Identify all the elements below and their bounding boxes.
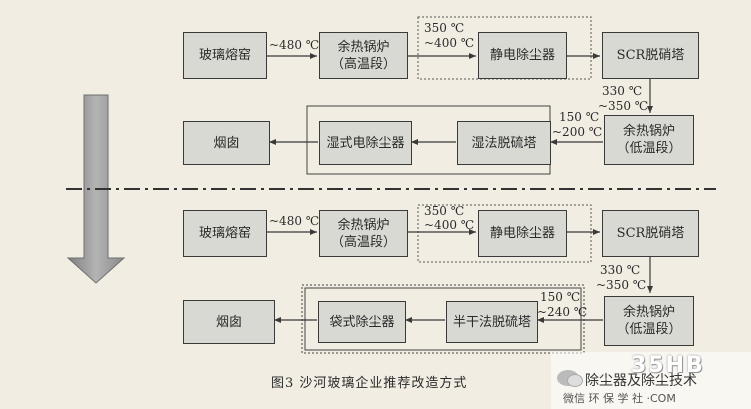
esp-group-outline (417, 16, 592, 80)
wet-desulfurization-box: 湿法脱硫塔 (457, 121, 551, 165)
temp-scr-outlet-min: 330 ℃ (602, 84, 643, 98)
wechat-icon (557, 370, 583, 387)
glass-furnace-box: 玻璃熔窑 (183, 32, 267, 79)
temp-esp-inlet-min: 350 ℃ (424, 21, 465, 35)
semi-dry-desulfurization-box: 半干法脱硫塔 (446, 301, 538, 343)
temp-furnace-outlet: ~480 ℃ (269, 38, 320, 52)
watermark: 35HB 除尘器及除尘技术 微信 环 保 学 社 ·COM (551, 352, 751, 409)
electrostatic-precipitator-box: 静电除尘器 (478, 32, 567, 79)
temp-desulf-inlet-max-b: ~240 ℃ (537, 305, 588, 319)
scr-denitration-box: SCR脱硝塔 (602, 32, 699, 79)
wet-electric-precipitator-box: 湿式电除尘器 (319, 121, 412, 165)
waste-heat-boiler-high-box-b: 余热锅炉 （高温段） (319, 210, 408, 257)
waste-heat-boiler-low-box-b: 余热锅炉 （低温段） (604, 296, 694, 346)
chimney-box: 烟囱 (183, 121, 270, 165)
figure-caption: 图3 沙河玻璃企业推荐改造方式 (271, 376, 468, 391)
temp-esp-inlet-min-b: 350 ℃ (424, 204, 465, 218)
treatment-group-outline-b (301, 284, 585, 354)
temp-scr-outlet-min-b: 330 ℃ (600, 263, 641, 277)
temp-desulf-inlet-max: ~200 ℃ (552, 125, 603, 139)
temp-scr-outlet-max-b: ~350 ℃ (596, 278, 647, 292)
watermark-logo: 35HB (631, 353, 705, 378)
waste-heat-boiler-high-box: 余热锅炉 （高温段） (319, 32, 408, 79)
waste-heat-boiler-low-box: 余热锅炉 （低温段） (604, 115, 694, 165)
chimney-box-b: 烟囱 (183, 300, 275, 344)
watermark-subtitle: 微信 环 保 学 社 ·COM (563, 392, 676, 405)
esp-group-outline-b (417, 204, 592, 263)
temp-esp-inlet-max-b: ~400 ℃ (424, 218, 475, 232)
temp-scr-outlet-max: ~350 ℃ (598, 99, 649, 113)
temp-desulf-inlet-min-b: 150 ℃ (540, 290, 581, 304)
watermark-title: 除尘器及除尘技术 (585, 373, 697, 389)
electrostatic-precipitator-box-b: 静电除尘器 (478, 210, 567, 257)
temp-furnace-outlet-b: ~480 ℃ (269, 214, 320, 228)
glass-furnace-box-b: 玻璃熔窑 (183, 210, 267, 257)
scr-denitration-box-b: SCR脱硝塔 (602, 210, 699, 257)
bag-filter-box: 袋式除尘器 (318, 301, 406, 343)
temp-desulf-inlet-min: 150 ℃ (559, 110, 600, 124)
temp-esp-inlet-max: ~400 ℃ (424, 36, 475, 50)
